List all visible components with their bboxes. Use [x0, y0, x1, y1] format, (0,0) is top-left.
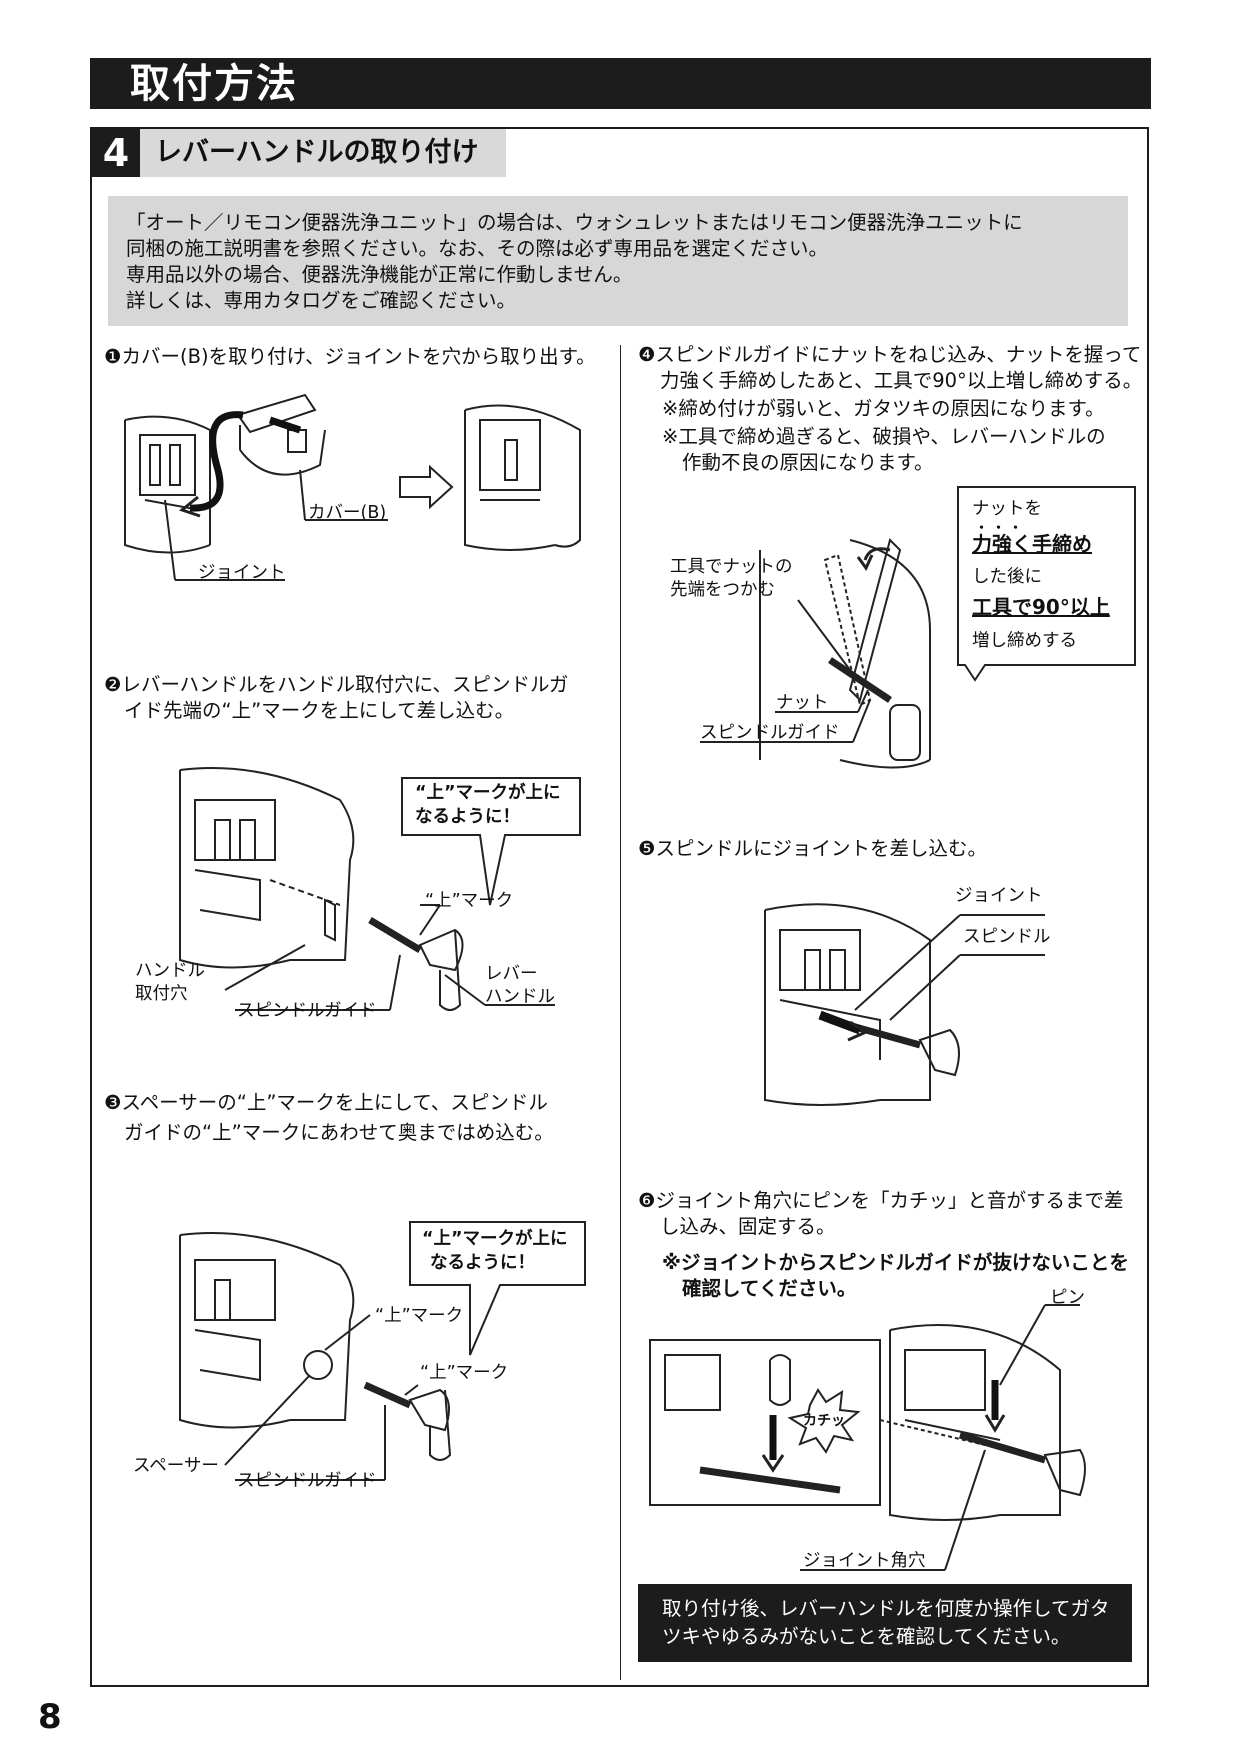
tool-label: 先端をつかむ — [670, 580, 775, 600]
step4-tank-illustration — [759, 539, 931, 769]
step2-callout-text: “上”マークが上に — [415, 783, 561, 803]
step-6-text: し込み、固定する。 — [660, 1215, 836, 1238]
notice-line: 同梱の施工説明書を参照ください。なお、その際は必ず専用品を選定ください。 — [126, 237, 829, 260]
notice-line: 詳しくは、専用カタログをご確認ください。 — [126, 289, 517, 312]
handle-hole-label: ハンドル — [135, 961, 205, 981]
step2-callout-bubble — [401, 777, 581, 906]
step1-cover-illustration — [236, 393, 326, 476]
tool-label: 工具でナットの — [670, 557, 793, 577]
up-mark-label: “上”マーク — [420, 1363, 509, 1383]
step1-cable — [189, 411, 244, 512]
step2-insert-path — [269, 879, 341, 906]
step3-tank-illustration — [179, 1232, 355, 1429]
step5-arrow — [818, 1010, 862, 1035]
final-note-text: 取り付け後、レバーハンドルを何度か操作してガタ — [662, 1597, 1110, 1620]
step-2-text: ❷レバーハンドルをハンドル取付穴に、スピンドルガ — [104, 673, 569, 696]
section-number: 4 — [92, 129, 140, 177]
step-1-text: ❶カバー(B)を取り付け、ジョイントを穴から取り出す。 — [104, 345, 596, 368]
step6-lever — [1043, 1448, 1086, 1497]
spindle-label: スピンドル — [963, 927, 1051, 947]
joint-label: ジョイント — [955, 886, 1043, 906]
step3-callout-text: なるように！ — [430, 1253, 535, 1273]
step-3-text: ❸スペーサーの“上”マークを上にして、スピンドル — [104, 1091, 548, 1114]
step-3-text: ガイドの“上”マークにあわせて奥まではめ込む。 — [124, 1121, 554, 1144]
spacer-label: スペーサー — [133, 1456, 219, 1476]
step6-tank-illustration — [889, 1324, 1061, 1521]
step4-callout-bubble — [957, 486, 1136, 682]
handle-hole-label: 取付穴 — [135, 984, 188, 1004]
step-5-text: ❺スピンドルにジョイントを差し込む。 — [638, 837, 987, 860]
section-title-background — [140, 129, 506, 177]
step3-spacer — [303, 1350, 333, 1380]
step5-tank-illustration — [764, 903, 931, 1106]
step4-wrench — [848, 538, 902, 702]
final-note-box — [638, 1584, 1132, 1662]
click-starburst — [787, 1388, 861, 1454]
up-mark-label: “上”マーク — [375, 1306, 464, 1326]
step4-callout-text: 増し締めする — [972, 631, 1077, 651]
title-bar — [90, 58, 1151, 109]
step1-tank-illustration — [124, 415, 211, 554]
step-4-text: 力強く手締めしたあと、工具で90°以上増し締めする。 — [660, 369, 1143, 392]
step4-callout-text: 工具で90°以上 — [972, 595, 1110, 619]
column-divider — [620, 345, 621, 1680]
step6-detail-box — [649, 1339, 881, 1506]
joint-square-hole-label: ジョイント角穴 — [803, 1551, 926, 1571]
step4-callout-text: ナットを — [972, 499, 1042, 519]
step-4-note: 作動不良の原因になります。 — [682, 451, 934, 474]
step2-tank-illustration — [179, 767, 355, 969]
notice-line: 専用品以外の場合、便器洗浄機能が正常に作動しません。 — [126, 263, 633, 286]
content-frame — [90, 127, 1149, 1687]
step1-arrowhead — [178, 495, 201, 518]
step4-callout-text: した後に — [972, 567, 1042, 587]
joint-label: ジョイント — [198, 563, 286, 583]
final-note-text: ツキやゆるみがないことを確認してください。 — [662, 1625, 1071, 1648]
spindle-guide-label: スピンドルガイド — [237, 1001, 377, 1021]
step3-spindle — [363, 1381, 412, 1409]
step6-spindle — [959, 1431, 1046, 1464]
step3-callout-text: “上”マークが上に — [422, 1229, 568, 1249]
step3-callout-bubble — [409, 1221, 586, 1356]
page-title: 取付方法 — [130, 61, 298, 107]
step4-callout-text: 力強く手締め — [972, 532, 1092, 556]
notice-box — [108, 196, 1128, 326]
spindle-guide-label: スピンドルガイド — [700, 723, 840, 743]
step-2-text: イド先端の“上”マークを上にして差し込む。 — [124, 699, 515, 722]
spindle-guide-label: スピンドルガイド — [237, 1471, 377, 1491]
step-6-text: ❻ジョイント角穴にピンを「カチッ」と音がするまで差 — [638, 1189, 1124, 1212]
step-6-note: 確認してください。 — [682, 1277, 857, 1300]
step5-lever — [918, 1028, 960, 1077]
cover-label: カバー(B) — [308, 503, 387, 523]
page-number: 8 — [38, 1697, 62, 1737]
step-4-note: ※締め付けが弱いと、ガタツキの原因になります。 — [662, 397, 1105, 420]
step3-lever — [408, 1388, 450, 1432]
step1-tank-result — [464, 404, 581, 551]
click-label: カチッ — [803, 1413, 845, 1429]
lever-label: ハンドル — [485, 987, 555, 1007]
nut-label: ナット — [776, 693, 829, 713]
notice-line: 「オート／リモコン便器洗浄ユニット」の場合は、ウォシュレットまたはリモコン便器洗… — [126, 211, 1023, 234]
lever-label: レバー — [485, 964, 538, 984]
emphasis-dots: ・・・ — [975, 521, 1027, 536]
step2-lever-illustration — [368, 916, 464, 1011]
step4-spindle — [828, 657, 892, 703]
step-4-note: ※工具で締め過ぎると、破損や、レバーハンドルの — [662, 425, 1106, 448]
step2-callout-text: なるように！ — [415, 807, 520, 827]
step6-detail-illustration — [664, 1354, 841, 1494]
up-mark-label: “上”マーク — [425, 891, 514, 911]
pin-label: ピン — [1050, 1288, 1085, 1308]
step-4-text: ❹スピンドルガイドにナットをねじ込み、ナットを握って — [638, 343, 1142, 366]
step1-arrow-icon — [399, 464, 454, 510]
section-title: レバーハンドルの取り付け — [155, 137, 479, 168]
step-6-note: ※ジョイントからスピンドルガイドが抜けないことを — [662, 1251, 1129, 1274]
